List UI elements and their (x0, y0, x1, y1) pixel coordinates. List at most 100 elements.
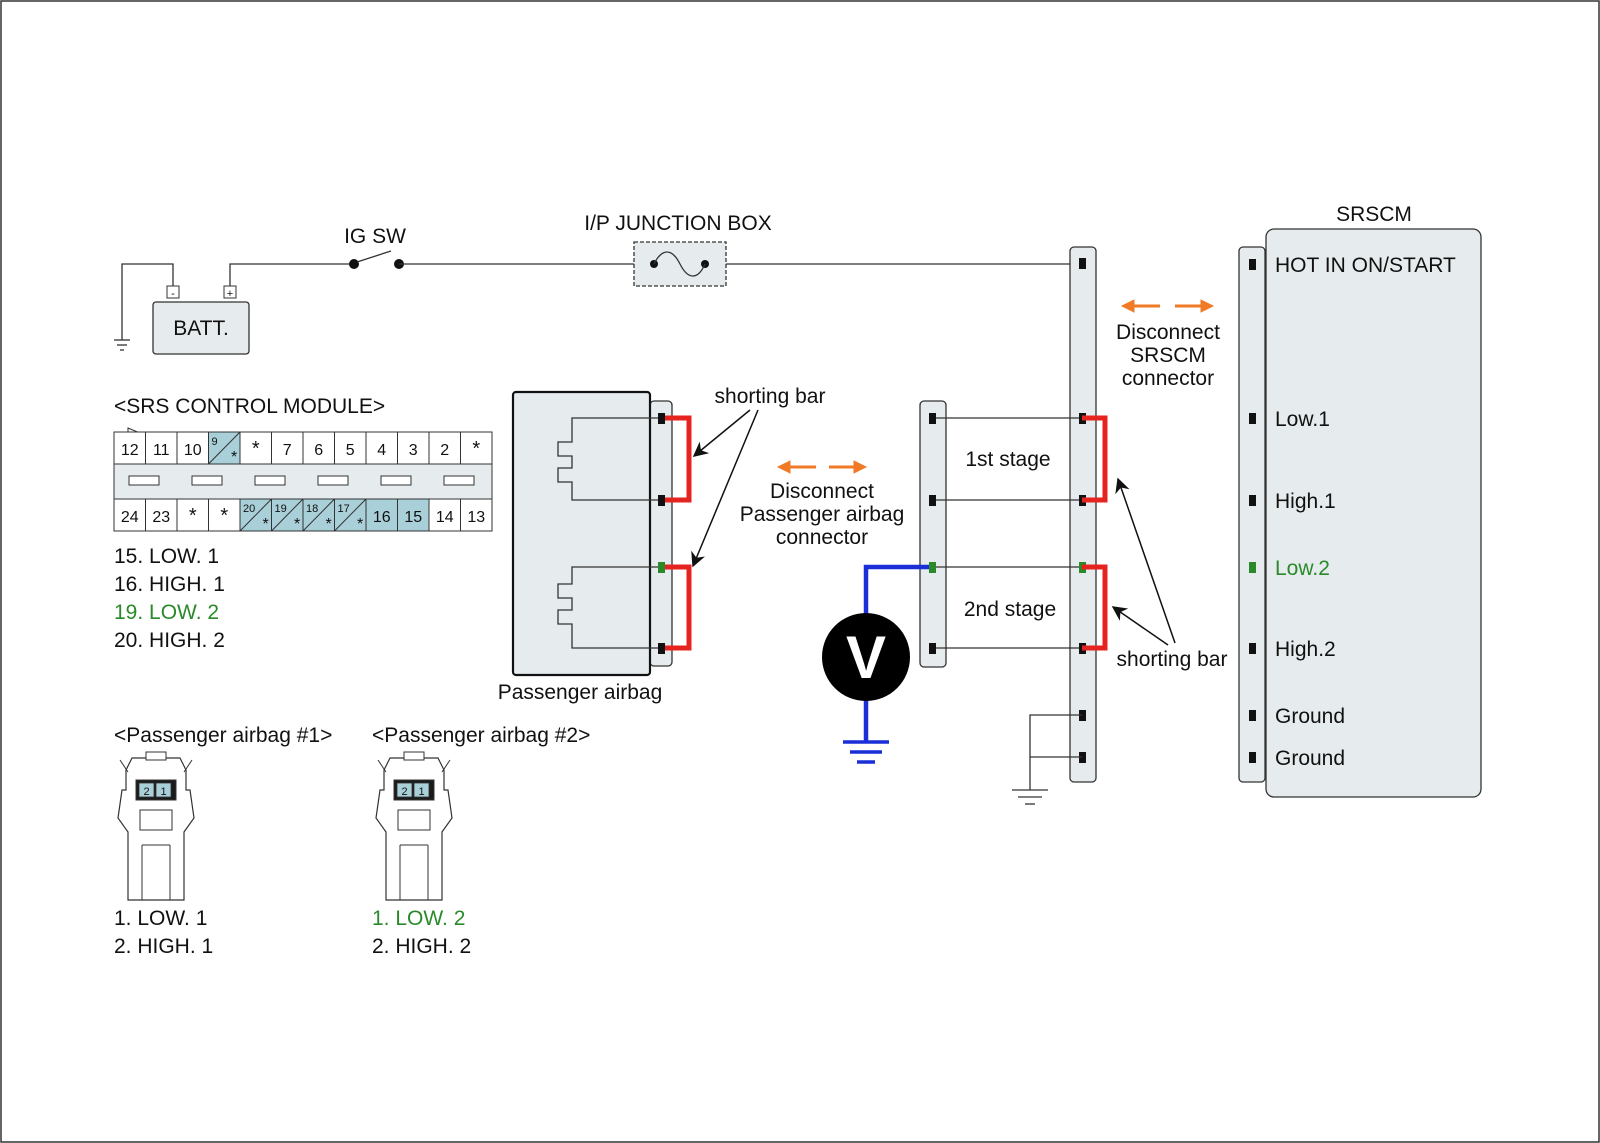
svg-text:connector: connector (776, 526, 868, 549)
voltmeter-ground-icon (843, 740, 889, 764)
svg-text:-: - (171, 288, 175, 300)
airbag-shorting-bar-2 (665, 564, 692, 651)
srs-pin-label: * (189, 505, 197, 527)
srs-pin-cell (365, 498, 398, 532)
srscm-pin (1249, 752, 1256, 763)
srs-legend-item: 19. LOW. 2 (114, 601, 219, 624)
srs-pin-label: 16 (373, 509, 391, 526)
battery-ground-wire (121, 263, 174, 340)
squib-2-icon (557, 566, 658, 649)
squib-1-icon (557, 417, 658, 501)
srscm-pin-label: Ground (1275, 747, 1345, 770)
ig-switch-label: IG SW (344, 225, 406, 248)
airbag-connector-legend-item: 2. HIGH. 2 (372, 935, 471, 958)
srs-pin-label: 15 (404, 509, 422, 526)
airbag-pin-cell (396, 782, 413, 798)
connector-shell (375, 757, 453, 901)
junction-box: I/P JUNCTION BOX (584, 212, 772, 287)
airbag-pin-cell (155, 782, 172, 798)
srs-legend-item: 15. LOW. 1 (114, 545, 219, 568)
srs-pin-unused-mark: * (231, 449, 237, 466)
battery-positive-wire (229, 263, 354, 286)
srscm-pin-label: High.2 (1275, 638, 1336, 661)
srs-pin-label: * (220, 505, 228, 527)
srscm-pin-label: Ground (1275, 705, 1345, 728)
srs-pin-cell (239, 431, 272, 465)
srscm-pin (1249, 495, 1256, 506)
srs-pin-label: 19 (275, 503, 287, 515)
srs-pin-unused-mark: * (263, 516, 269, 533)
airbag-body (511, 390, 652, 677)
srscm-pin (1249, 562, 1256, 573)
shorting-bar-pointer-1 (692, 409, 751, 457)
airbag-connector-legend-item: 2. HIGH. 1 (114, 935, 213, 958)
harness-connector[interactable] (1069, 246, 1097, 783)
passenger-airbag-label: Passenger airbag (498, 681, 663, 704)
airbag-shorting-bar-1 (665, 415, 692, 503)
srs-pin-label: 6 (314, 442, 323, 459)
srscm-pin (1249, 413, 1256, 424)
srscm-connector-strip (1238, 246, 1266, 783)
srs-legend-item: 20. HIGH. 2 (114, 629, 225, 652)
stage-wires (936, 417, 1079, 649)
junction-box-label: I/P JUNCTION BOX (584, 212, 771, 235)
disconnect-airbag-label: Disconnect Passenger airbag connector (740, 480, 905, 549)
voltmeter-positive-lead (863, 564, 929, 614)
stage2-label: 2nd stage (964, 598, 1056, 621)
srs-pin-label: 11 (153, 442, 170, 459)
srs-module-title: <SRS CONTROL MODULE> (114, 395, 385, 418)
harness-ground-wire (1029, 714, 1082, 758)
srscm-body (1265, 228, 1482, 798)
svg-text:Disconnect: Disconnect (770, 480, 874, 503)
airbag-connector-title: <Passenger airbag #1> (114, 724, 332, 747)
srs-pin-label: 4 (377, 442, 386, 459)
srs-pin-unused-mark: * (357, 516, 363, 533)
svg-text:Disconnect: Disconnect (1116, 321, 1220, 344)
srs-pin-label: 13 (467, 509, 485, 526)
airbag-pin-label: 1 (418, 786, 424, 798)
passenger-airbag-module: Passenger airbag (498, 390, 692, 704)
srs-pin-cell (145, 431, 178, 465)
srscm-pin (1249, 643, 1256, 654)
shorting-bar-pointer-4 (1111, 606, 1169, 646)
srs-pin-label: 24 (121, 509, 139, 526)
srs-legend-item: 16. HIGH. 1 (114, 573, 225, 596)
srscm-pin (1249, 710, 1256, 721)
srs-pin-label: 9 (212, 436, 218, 448)
srscm-shorting-bar-1 (1082, 415, 1108, 503)
srscm-pin-label: High.1 (1275, 490, 1336, 513)
srs-pin-unused-mark: * (326, 516, 332, 533)
connector-shell (117, 757, 195, 901)
stage1-label: 1st stage (965, 448, 1050, 471)
airbag-harness-connector[interactable] (919, 400, 947, 668)
svg-text:connector: connector (1122, 367, 1214, 390)
srs-pin-cell (145, 498, 178, 532)
shorting-bar-label-left: shorting bar (715, 385, 826, 408)
srs-pin-label: 5 (346, 442, 355, 459)
airbag-connector-title: <Passenger airbag #2> (372, 724, 590, 747)
airbag-pin-cell (413, 782, 430, 798)
srs-pin-cell (208, 498, 241, 532)
harness-ground-icon (1012, 789, 1048, 805)
srs-pin-label: * (252, 438, 260, 460)
svg-text:Passenger airbag: Passenger airbag (740, 503, 905, 526)
srscm-pin (1249, 259, 1256, 270)
srs-pin-legend: 15. LOW. 1 16. HIGH. 1 19. LOW. 2 20. HIGH.… (114, 545, 225, 652)
srscm-module: SRSCM HOT IN ON/STARTLow.1High.1Low.2Hig… (1238, 203, 1482, 798)
srscm-shorting-bar-2 (1082, 564, 1108, 651)
srs-pin-cell (113, 498, 146, 532)
shorting-bar-pointer-2 (691, 409, 759, 568)
shorting-bar-label-right: shorting bar (1117, 648, 1228, 671)
srs-pin-cell (271, 431, 304, 465)
srscm-pin-label: Low.1 (1275, 408, 1330, 431)
srs-pin-unused-mark: * (294, 516, 300, 533)
srs-pin-cell (460, 498, 493, 532)
disconnect-srscm-label: Disconnect SRSCM connector (1116, 321, 1220, 390)
srs-pin-label: 17 (338, 503, 350, 515)
svg-text:SRSCM: SRSCM (1130, 344, 1206, 367)
disconnect-airbag-arrows (776, 460, 868, 474)
